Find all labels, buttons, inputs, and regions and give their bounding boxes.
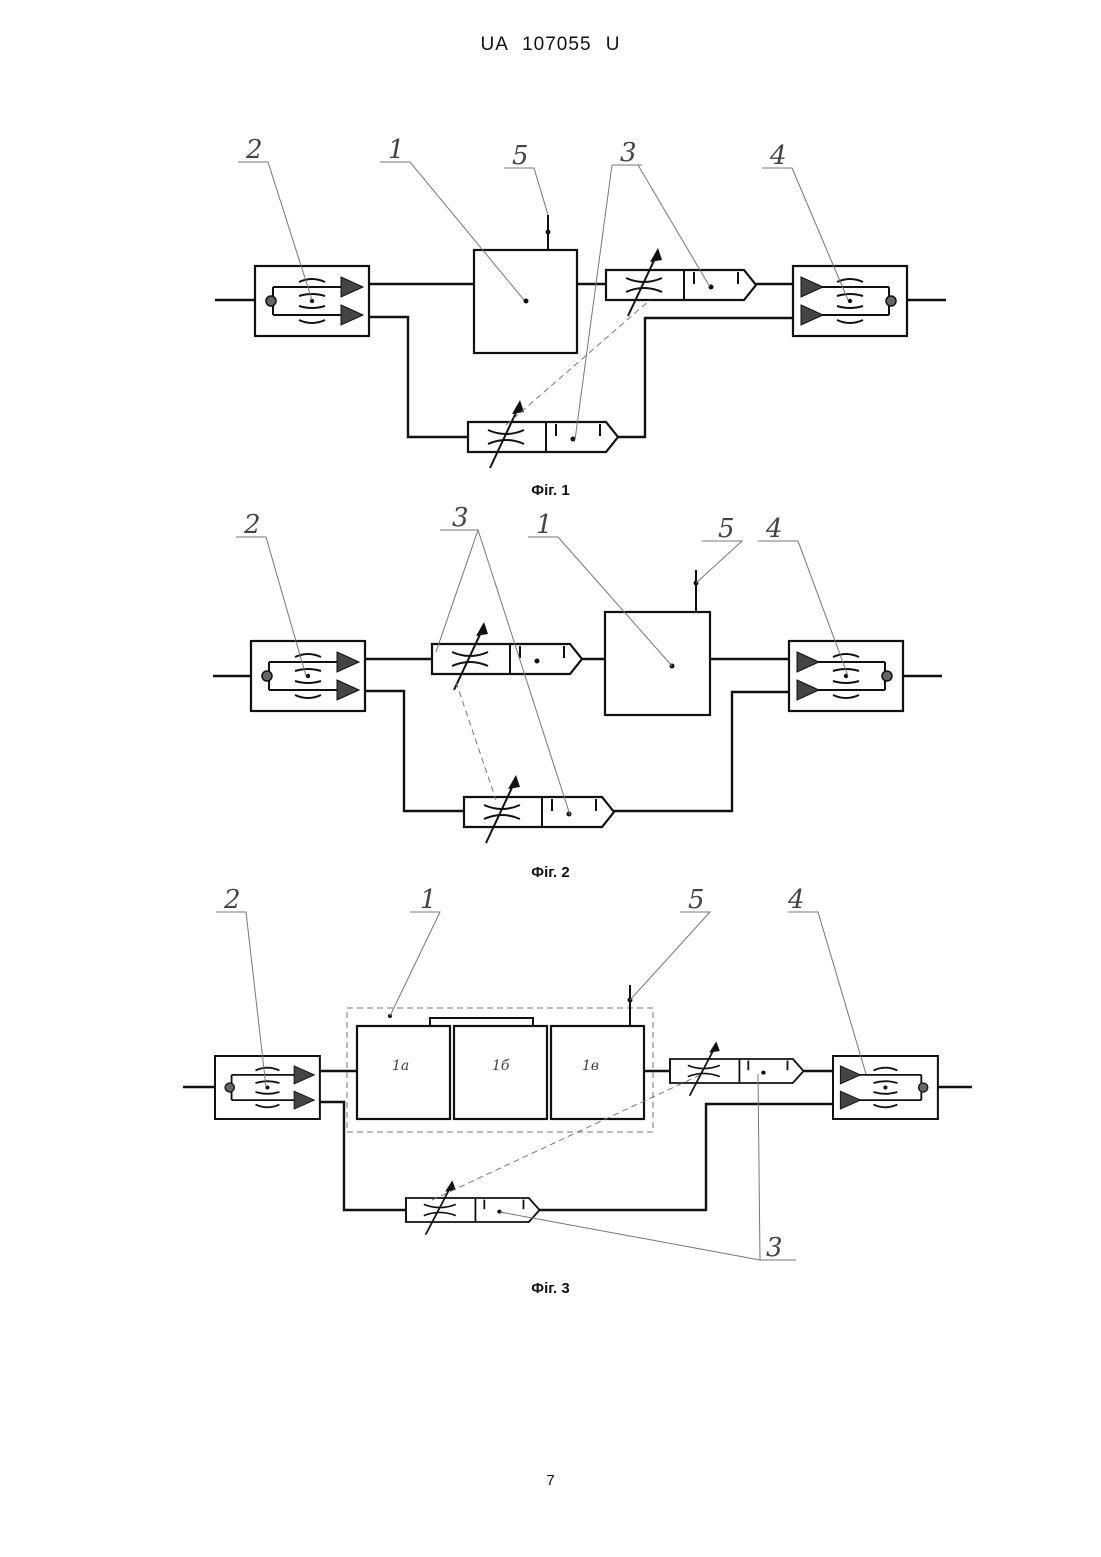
block-1v-label: 1в xyxy=(582,1058,599,1074)
block-1b-label: 1б xyxy=(492,1058,510,1074)
label-1: 1 xyxy=(420,885,437,915)
page-number: 7 xyxy=(0,1472,1101,1489)
figure-3-diagram: 1а 1б 1в 2 1 5 4 3 xyxy=(0,0,1101,1300)
label-2: 2 xyxy=(223,885,241,915)
label-5: 5 xyxy=(688,885,705,915)
label-4: 4 xyxy=(787,885,805,915)
figure-3-caption: Фіг. 3 xyxy=(0,1280,1101,1297)
block-1a-label: 1а xyxy=(392,1058,409,1074)
label-3: 3 xyxy=(766,1233,783,1263)
